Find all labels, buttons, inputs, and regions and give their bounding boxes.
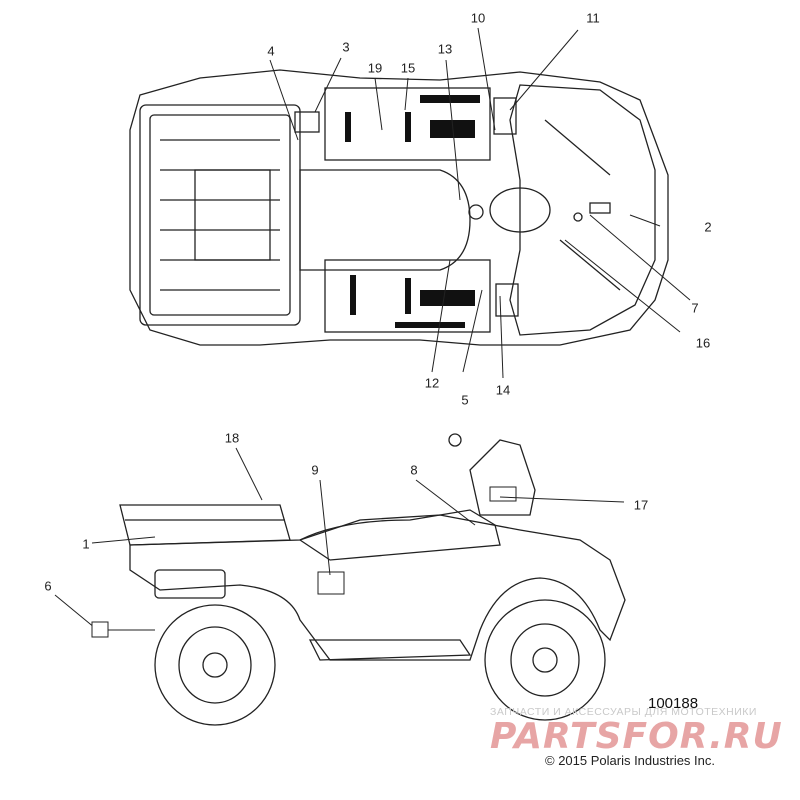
callout-8: 8 bbox=[410, 462, 418, 478]
callout-17: 17 bbox=[633, 497, 649, 513]
leader-lines bbox=[54, 27, 691, 631]
callout-1: 1 bbox=[82, 536, 90, 552]
callout-13: 13 bbox=[437, 41, 453, 57]
callout-4: 4 bbox=[267, 43, 275, 59]
callout-12: 12 bbox=[424, 375, 440, 391]
callout-5: 5 bbox=[461, 392, 469, 408]
copyright-notice: © 2015 Polaris Industries Inc. bbox=[545, 753, 715, 768]
callout-7: 7 bbox=[691, 300, 699, 316]
callout-15: 15 bbox=[400, 60, 416, 76]
callout-3: 3 bbox=[342, 39, 350, 55]
callout-16: 16 bbox=[695, 335, 711, 351]
footwell-decals bbox=[345, 95, 480, 328]
callout-10: 10 bbox=[470, 10, 486, 26]
callout-6: 6 bbox=[44, 578, 52, 594]
figure-id: 100188 bbox=[648, 695, 699, 712]
callout-19: 19 bbox=[367, 60, 383, 76]
watermark-logo: PARTSFOR.RU bbox=[490, 716, 783, 757]
callout-11: 11 bbox=[586, 10, 600, 26]
top-view-atv bbox=[129, 69, 669, 346]
callout-2: 2 bbox=[704, 219, 712, 235]
side-view-atv bbox=[119, 433, 626, 726]
callout-14: 14 bbox=[495, 382, 511, 398]
callout-18: 18 bbox=[224, 430, 240, 446]
watermark-tagline: ЗАПЧАСТИ И АКСЕССУАРЫ ДЛЯ МОТОТЕХНИКИ bbox=[490, 706, 757, 718]
callout-9: 9 bbox=[311, 462, 319, 478]
